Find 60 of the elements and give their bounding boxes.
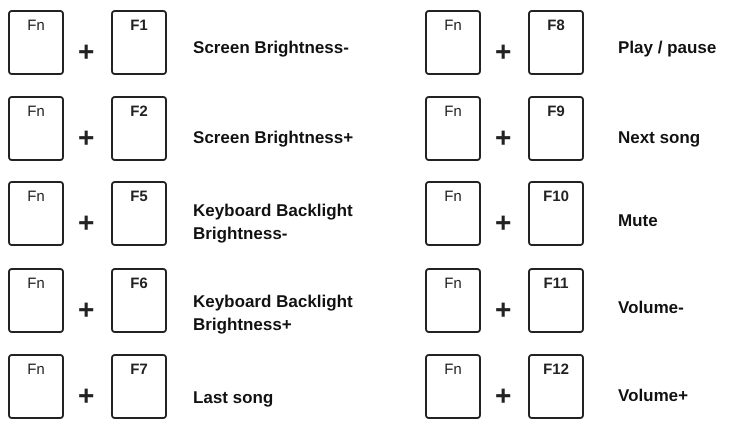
key-cap bbox=[528, 10, 584, 75]
key-label: Fn bbox=[26, 188, 46, 205]
function-description: Mute bbox=[618, 210, 659, 232]
key-cap bbox=[8, 354, 64, 419]
function-description: Volume- bbox=[618, 297, 685, 319]
function-description: Next song bbox=[618, 127, 702, 149]
function-description: Keyboard Backlight Brightness- bbox=[193, 200, 354, 245]
key-label: Fn bbox=[26, 103, 46, 120]
key-cap bbox=[528, 268, 584, 333]
key-label: F11 bbox=[542, 275, 570, 292]
key-label: F12 bbox=[542, 361, 570, 378]
key-label: F6 bbox=[129, 275, 149, 292]
key-label: F2 bbox=[129, 103, 149, 120]
plus-sign: + bbox=[495, 38, 512, 66]
key-label: F1 bbox=[129, 17, 149, 34]
function-description: Last song bbox=[193, 387, 274, 409]
key-cap bbox=[111, 354, 167, 419]
key-label: Fn bbox=[443, 103, 463, 120]
key-cap bbox=[111, 96, 167, 161]
key-label: F7 bbox=[129, 361, 149, 378]
plus-sign: + bbox=[495, 124, 512, 152]
key-cap bbox=[425, 96, 481, 161]
key-label: Fn bbox=[26, 275, 46, 292]
plus-sign: + bbox=[78, 209, 94, 237]
key-label: F8 bbox=[546, 17, 566, 34]
plus-sign: + bbox=[78, 38, 94, 66]
plus-sign: + bbox=[78, 382, 94, 410]
key-cap bbox=[8, 96, 64, 161]
key-label: F10 bbox=[542, 188, 570, 205]
key-cap bbox=[111, 10, 167, 75]
key-cap bbox=[111, 181, 167, 246]
key-label: Fn bbox=[443, 188, 463, 205]
plus-sign: + bbox=[495, 382, 512, 410]
key-label: Fn bbox=[26, 361, 46, 378]
key-cap bbox=[528, 181, 584, 246]
key-cap bbox=[8, 10, 64, 75]
key-cap bbox=[528, 354, 584, 419]
key-cap bbox=[111, 268, 167, 333]
key-label: Fn bbox=[443, 17, 463, 34]
key-cap bbox=[8, 181, 64, 246]
key-cap bbox=[425, 10, 481, 75]
key-cap bbox=[425, 268, 481, 333]
plus-sign: + bbox=[78, 296, 94, 324]
plus-sign: + bbox=[495, 209, 512, 237]
function-description: Keyboard Backlight Brightness+ bbox=[193, 291, 354, 336]
key-label: F5 bbox=[129, 188, 149, 205]
key-cap bbox=[425, 181, 481, 246]
function-description: Play / pause bbox=[618, 37, 718, 59]
plus-sign: + bbox=[78, 124, 94, 152]
key-label: F9 bbox=[546, 103, 566, 120]
key-label: Fn bbox=[26, 17, 46, 34]
key-label: Fn bbox=[443, 361, 463, 378]
plus-sign: + bbox=[495, 296, 512, 324]
key-label: Fn bbox=[443, 275, 463, 292]
key-cap bbox=[8, 268, 64, 333]
function-description: Screen Brightness- bbox=[193, 37, 350, 59]
key-cap bbox=[528, 96, 584, 161]
function-description: Volume+ bbox=[618, 385, 690, 407]
function-description: Screen Brightness+ bbox=[193, 127, 354, 149]
key-cap bbox=[425, 354, 481, 419]
